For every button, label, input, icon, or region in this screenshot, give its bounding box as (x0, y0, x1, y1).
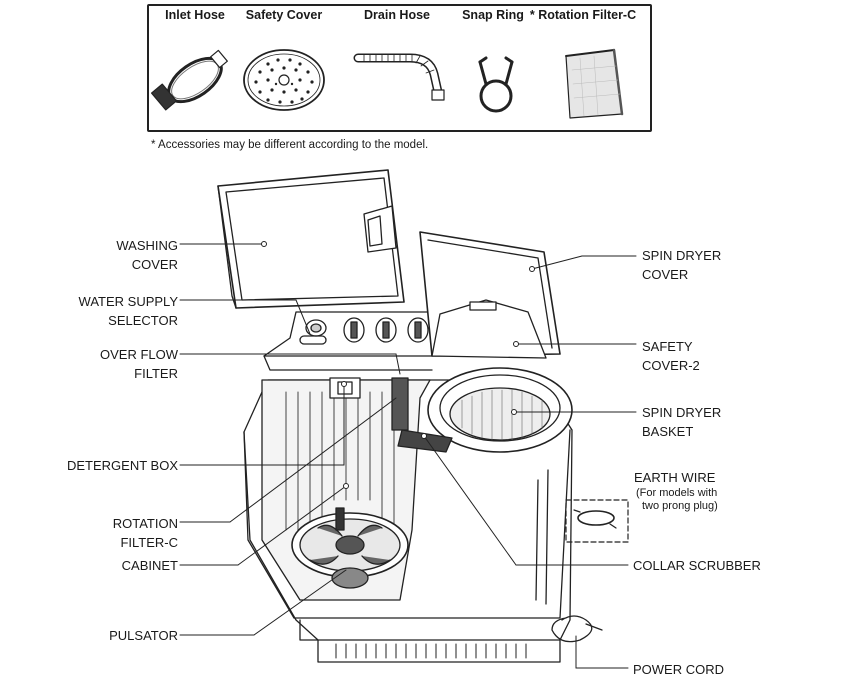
rotation-filter-icon (565, 48, 624, 119)
leader-rotation-filter-b (229, 397, 397, 523)
safety-cover-icon (243, 49, 325, 111)
label-collar-scrubber: COLLAR SCRUBBER (633, 558, 761, 573)
snap-ring-title: Snap Ring (462, 8, 524, 22)
leader-spin-dryer-cover-a (531, 255, 583, 270)
earth-wire-box (565, 499, 629, 543)
leader-collar-scrubber-a (423, 435, 517, 566)
label-power-cord: POWER CORD (633, 662, 724, 677)
label-cabinet: CABINET (121, 558, 178, 573)
earth-wire-icon (573, 509, 617, 529)
leader-pulsator-b (253, 569, 347, 636)
drain-hose-title: Drain Hose (364, 8, 430, 22)
label-detergent-box: DETERGENT BOX (66, 458, 178, 473)
drain-hose-icon (353, 53, 445, 101)
leader-water-supply-b (295, 299, 311, 335)
label-earth-wire: EARTH WIRE (For models with two prong pl… (634, 470, 718, 512)
leader-over-flow-b (395, 353, 401, 375)
safety-cover-title: Safety Cover (245, 8, 323, 22)
snap-ring-icon (478, 56, 514, 113)
accessories-note: * Accessories may be different according… (151, 139, 429, 151)
inlet-hose-title: Inlet Hose (165, 8, 225, 22)
washing-machine-illustration (217, 169, 603, 663)
label-pulsator: PULSATOR (109, 628, 178, 643)
rotation-filter-title: * Rotation Filter-C (529, 8, 637, 22)
accessories-box (147, 4, 652, 132)
leader-cabinet-b (237, 485, 347, 566)
inlet-hose-icon (150, 49, 228, 111)
